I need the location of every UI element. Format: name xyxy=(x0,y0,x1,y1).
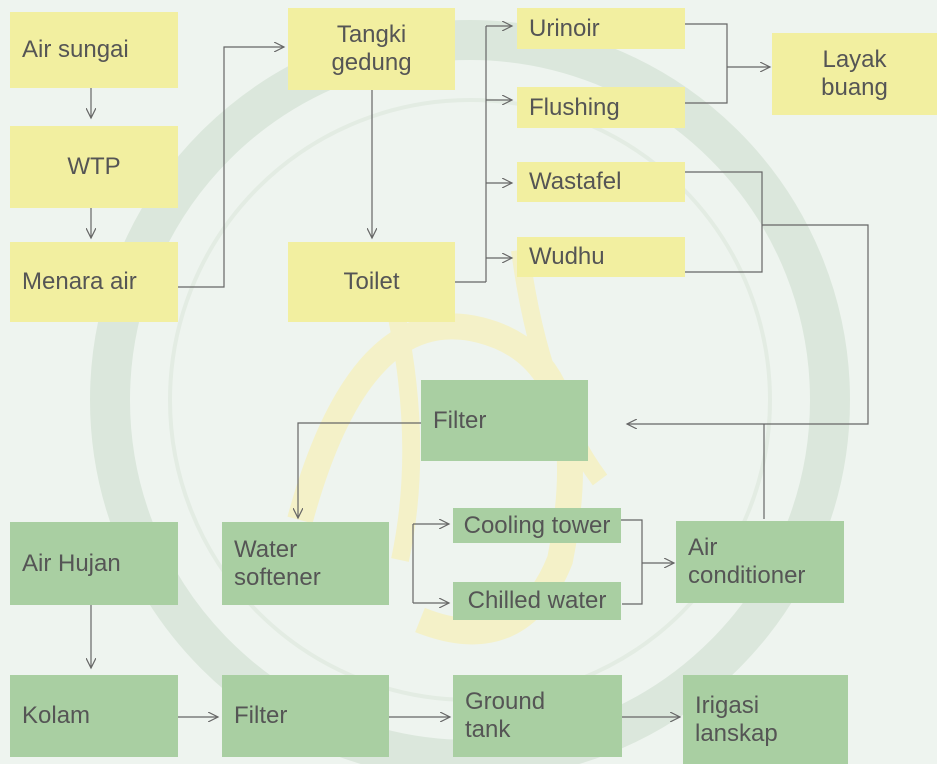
edge-filter-softener xyxy=(298,422,421,518)
node-menara-air: Menara air xyxy=(10,242,178,322)
edge-merge-filter xyxy=(627,224,869,424)
edge-menara-tangki xyxy=(178,47,284,288)
edge-urinoir-merge xyxy=(685,23,728,104)
node-flushing: Flushing xyxy=(517,87,685,128)
node-ground-tank: Ground tank xyxy=(453,675,622,757)
node-filter-bottom: Filter xyxy=(222,675,389,757)
node-irigasi-lanskap: Irigasi lanskap xyxy=(683,675,848,764)
edge-wastafel-merge xyxy=(685,171,763,273)
node-layak-buang: Layak buang xyxy=(772,33,937,115)
node-water-softener: Water softener xyxy=(222,522,389,605)
node-air-hujan: Air Hujan xyxy=(10,522,178,605)
node-filter-top: Filter xyxy=(421,380,588,461)
node-kolam: Kolam xyxy=(10,675,178,757)
edge-cooling-merge xyxy=(621,519,643,605)
node-cooling-tower: Cooling tower xyxy=(453,508,621,543)
node-wtp: WTP xyxy=(10,126,178,208)
node-toilet: Toilet xyxy=(288,242,455,322)
node-tangki-gedung: Tangki gedung xyxy=(288,8,455,90)
node-urinoir: Urinoir xyxy=(517,8,685,49)
node-air-conditioner: Air conditioner xyxy=(676,521,844,603)
node-air-sungai: Air sungai xyxy=(10,12,178,88)
node-chilled-water: Chilled water xyxy=(453,582,621,620)
node-wudhu: Wudhu xyxy=(517,237,685,277)
node-wastafel: Wastafel xyxy=(517,162,685,202)
